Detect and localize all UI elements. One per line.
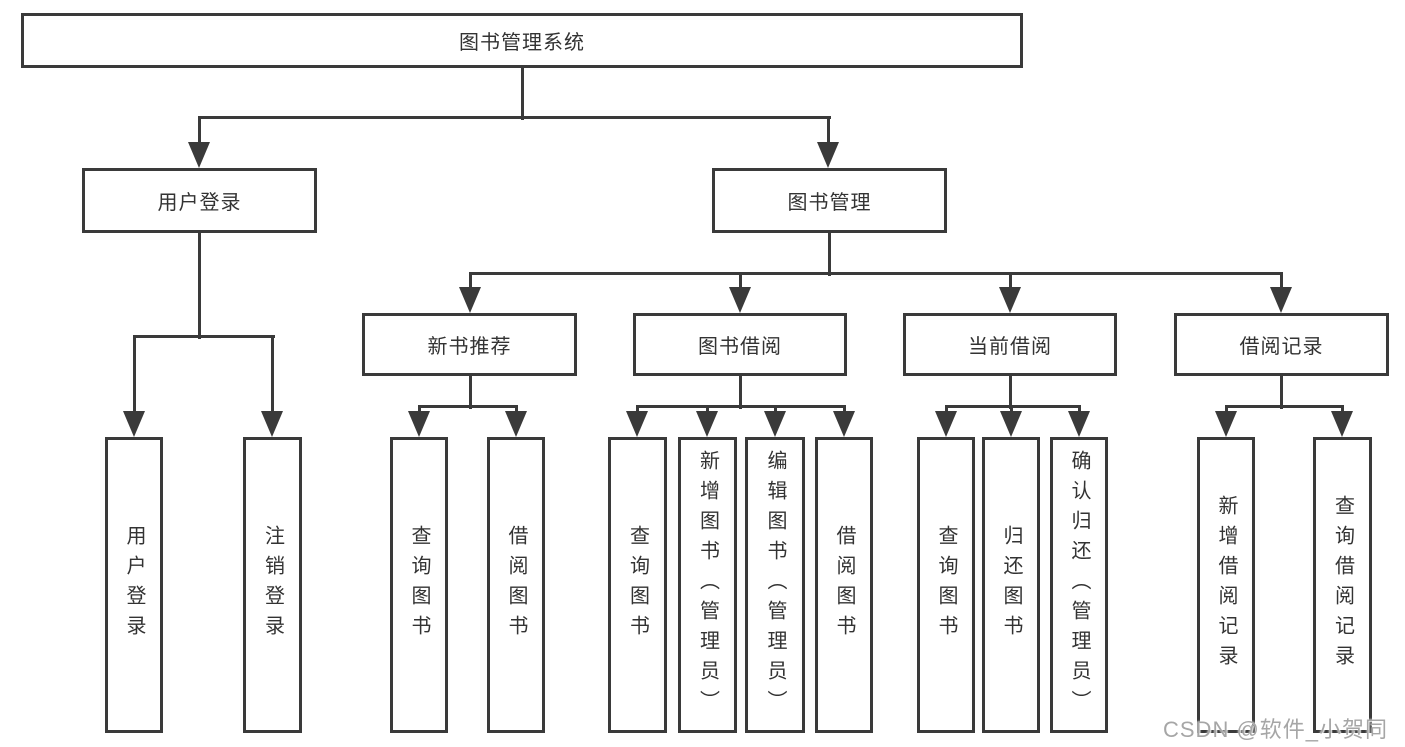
connector-arrow-stem [1279, 273, 1283, 291]
connector-line [635, 404, 846, 408]
connector-line [1224, 404, 1344, 408]
leaf-add-borrow-record: 新增借阅记录 [1197, 437, 1255, 733]
connector-arrow-stem [514, 406, 518, 415]
connector-line [197, 115, 831, 119]
connector-line [1279, 376, 1283, 409]
leaf-query-books-borrowing: 查询图书 [608, 437, 667, 733]
leaf-label: 查询图书 [626, 525, 649, 645]
connector-arrow-stem [738, 273, 742, 291]
connector-arrow-stem [270, 336, 274, 415]
leaf-query-borrow-record: 查询借阅记录 [1313, 437, 1372, 733]
connector-arrow-stem [1224, 406, 1228, 415]
connector-line [468, 271, 1283, 275]
leaf-label: 新增图书（管理员） [696, 450, 719, 720]
leaf-query-books-current: 查询图书 [917, 437, 975, 733]
arrow-down-icon [935, 411, 957, 437]
arrow-down-icon [505, 411, 527, 437]
arrow-down-icon [729, 287, 751, 313]
leaf-label: 编辑图书（管理员） [764, 450, 786, 720]
leaf-add-book-admin: 新增图书（管理员） [678, 437, 737, 733]
connector-line [468, 376, 472, 409]
connector-line [738, 376, 742, 409]
arrow-down-icon [817, 142, 839, 168]
leaf-label: 新增借阅记录 [1215, 495, 1237, 675]
leaf-label: 查询图书 [935, 525, 957, 645]
connector-line [827, 233, 831, 276]
arrow-down-icon [1000, 411, 1022, 437]
leaf-label: 查询借阅记录 [1331, 495, 1354, 675]
connector-line [132, 334, 275, 338]
connector-arrow-stem [197, 117, 201, 146]
node-book-borrowing: 图书借阅 [633, 313, 847, 376]
arrow-down-icon [833, 411, 855, 437]
connector-arrow-stem [842, 406, 846, 415]
connector-arrow-stem [773, 406, 777, 415]
connector-arrow-stem [1077, 406, 1081, 415]
leaf-label: 注销登录 [261, 525, 284, 645]
arrow-down-icon [1331, 411, 1353, 437]
arrow-down-icon [261, 411, 283, 437]
connector-arrow-stem [944, 406, 948, 415]
connector-line [520, 68, 524, 120]
arrow-down-icon [696, 411, 718, 437]
leaf-confirm-return-admin: 确认归还（管理员） [1050, 437, 1108, 733]
leaf-label: 归还图书 [1000, 525, 1022, 645]
connector-line [417, 404, 518, 408]
leaf-user-login: 用户登录 [105, 437, 163, 733]
connector-arrow-stem [1009, 406, 1013, 415]
leaf-borrow-books-recommend: 借阅图书 [487, 437, 545, 733]
connector-line [944, 404, 1081, 408]
connector-line [1008, 376, 1012, 409]
leaf-return-books: 归还图书 [982, 437, 1040, 733]
connector-arrow-stem [132, 336, 136, 415]
arrow-down-icon [764, 411, 786, 437]
node-current-borrowing: 当前借阅 [903, 313, 1117, 376]
arrow-down-icon [123, 411, 145, 437]
arrow-down-icon [1270, 287, 1292, 313]
leaf-label: 查询图书 [408, 525, 430, 645]
connector-arrow-stem [1340, 406, 1344, 415]
connector-arrow-stem [705, 406, 709, 415]
connector-arrow-stem [468, 273, 472, 291]
arrow-down-icon [408, 411, 430, 437]
arrow-down-icon [1068, 411, 1090, 437]
watermark-text: CSDN @软件_小贺同学 [1163, 717, 1389, 742]
node-new-book-recommend: 新书推荐 [362, 313, 577, 376]
arrow-down-icon [626, 411, 648, 437]
arrow-down-icon [188, 142, 210, 168]
leaf-label: 借阅图书 [505, 525, 527, 645]
leaf-label: 用户登录 [123, 525, 145, 645]
connector-line [197, 233, 201, 339]
leaf-label: 借阅图书 [833, 525, 855, 645]
node-borrowing-records: 借阅记录 [1174, 313, 1389, 376]
leaf-logout: 注销登录 [243, 437, 302, 733]
node-library-management-system: 图书管理系统 [21, 13, 1023, 68]
node-user-login: 用户登录 [82, 168, 317, 233]
leaf-edit-book-admin: 编辑图书（管理员） [745, 437, 805, 733]
arrow-down-icon [999, 287, 1021, 313]
arrow-down-icon [459, 287, 481, 313]
leaf-borrow-books: 借阅图书 [815, 437, 873, 733]
connector-arrow-stem [635, 406, 639, 415]
connector-arrow-stem [826, 117, 830, 146]
connector-arrow-stem [417, 406, 421, 415]
node-book-management: 图书管理 [712, 168, 947, 233]
connector-arrow-stem [1008, 273, 1012, 291]
leaf-label: 确认归还（管理员） [1068, 450, 1090, 720]
arrow-down-icon [1215, 411, 1237, 437]
leaf-query-books-recommend: 查询图书 [390, 437, 448, 733]
